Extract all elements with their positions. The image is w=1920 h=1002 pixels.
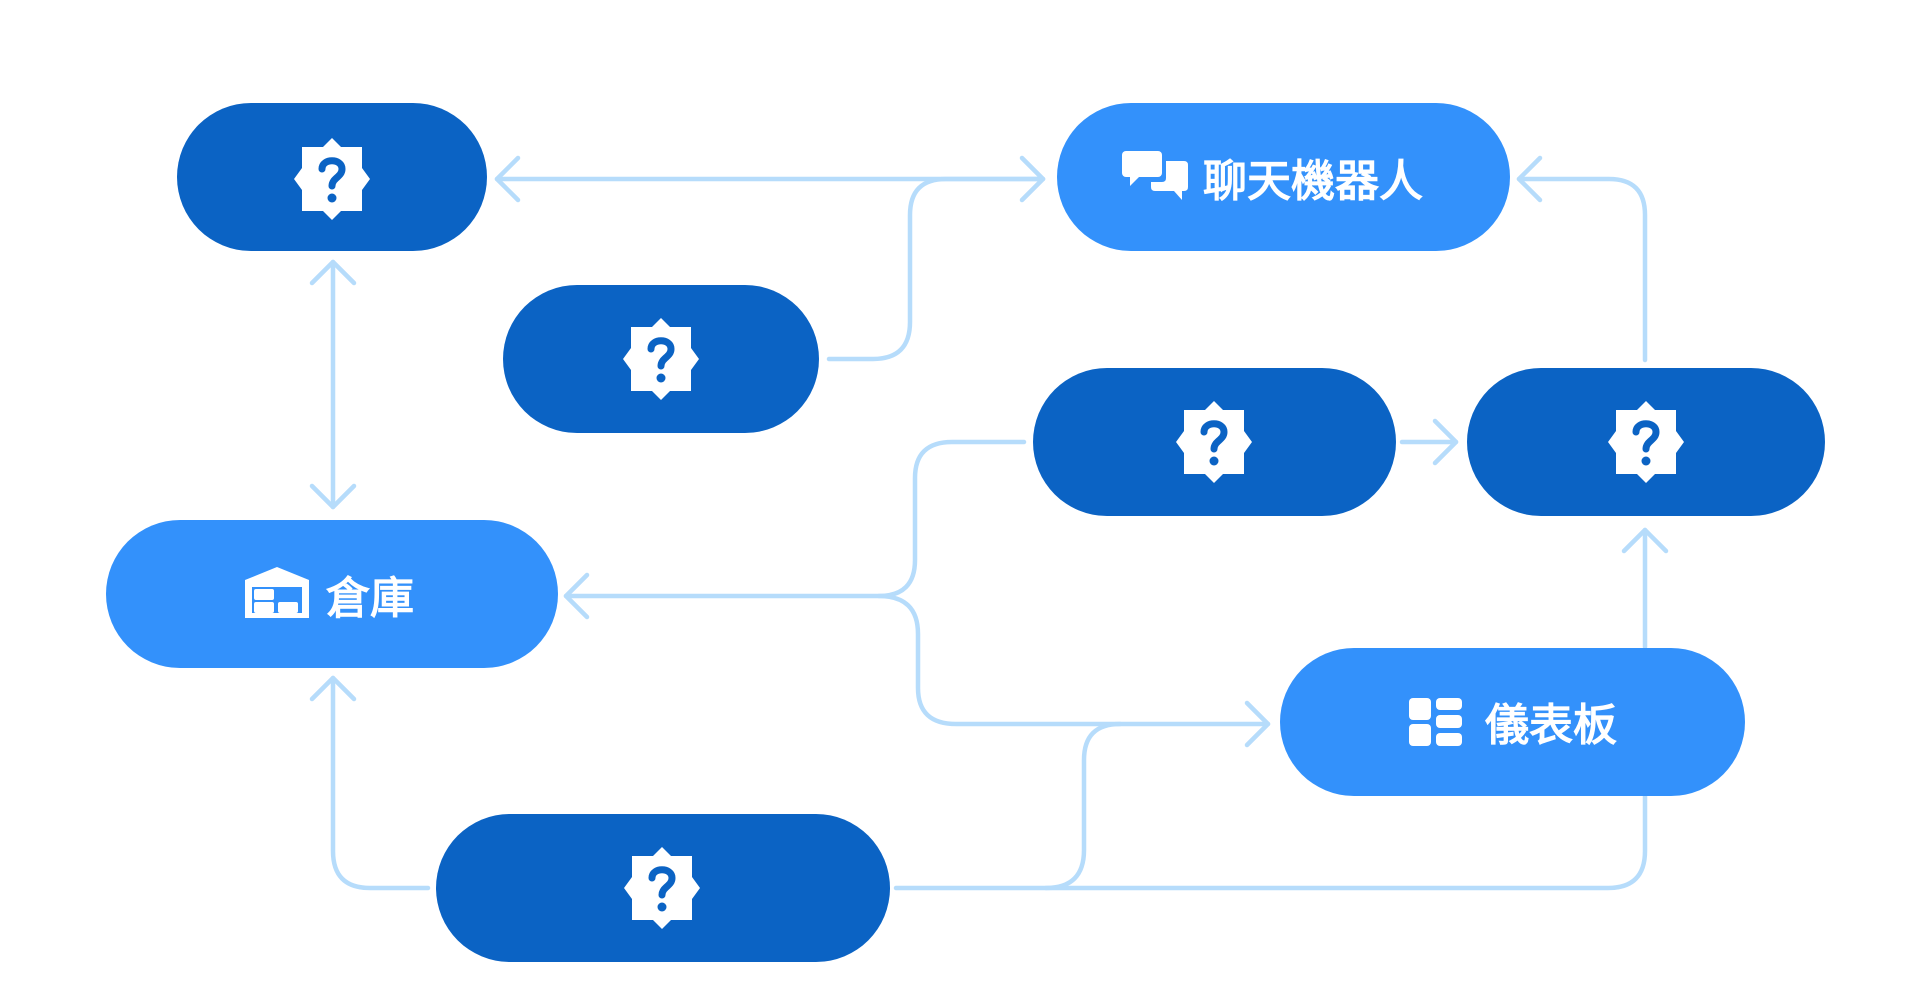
node-warehouse[interactable]: 倉庫	[106, 520, 558, 668]
edge-center-warehouse	[563, 439, 1027, 599]
node-shape	[1057, 103, 1510, 251]
node-shape	[1280, 648, 1745, 796]
question-badge-icon	[623, 318, 699, 400]
edge-bottom-dashboard	[1043, 721, 1123, 891]
question-badge-icon	[624, 847, 700, 929]
arrowhead-right	[1432, 418, 1459, 466]
edge-right-chatbot	[1516, 176, 1648, 363]
arrowhead-right	[1244, 700, 1271, 748]
edge-trunk-dashboard	[876, 593, 1271, 727]
node-unknown-bottom[interactable]	[436, 814, 890, 962]
arrowhead-left	[1516, 155, 1543, 203]
chatbot-label: 聊天機器人	[1203, 156, 1423, 207]
arrowhead-down	[309, 483, 357, 510]
arrowhead-up	[309, 675, 357, 702]
node-unknown-center[interactable]	[1033, 368, 1396, 516]
node-layer: 倉庫 聊天機器人 儀表板	[106, 103, 1825, 962]
node-unknown-middle-left[interactable]	[503, 285, 819, 433]
arrowhead-left	[494, 155, 521, 203]
node-unknown-right[interactable]	[1467, 368, 1825, 516]
warehouse-label: 倉庫	[325, 573, 414, 624]
arrowhead-up	[1621, 527, 1669, 554]
dashboard-label: 儀表板	[1484, 700, 1617, 751]
question-badge-icon	[294, 138, 370, 220]
node-chatbot[interactable]: 聊天機器人	[1057, 103, 1510, 251]
edge-bottom-right	[893, 782, 1648, 891]
question-badge-icon	[1608, 401, 1684, 483]
node-dashboard[interactable]: 儀表板	[1280, 648, 1745, 796]
arrowhead-left	[563, 572, 590, 620]
edge-bottom-warehouse	[330, 675, 431, 891]
question-badge-icon	[1176, 401, 1252, 483]
edge-middle-left-trunk	[826, 176, 1046, 362]
node-unknown-top-left[interactable]	[177, 103, 487, 251]
connector-layer	[309, 155, 1669, 891]
node-shape	[106, 520, 558, 668]
arrowhead-up	[309, 259, 357, 286]
